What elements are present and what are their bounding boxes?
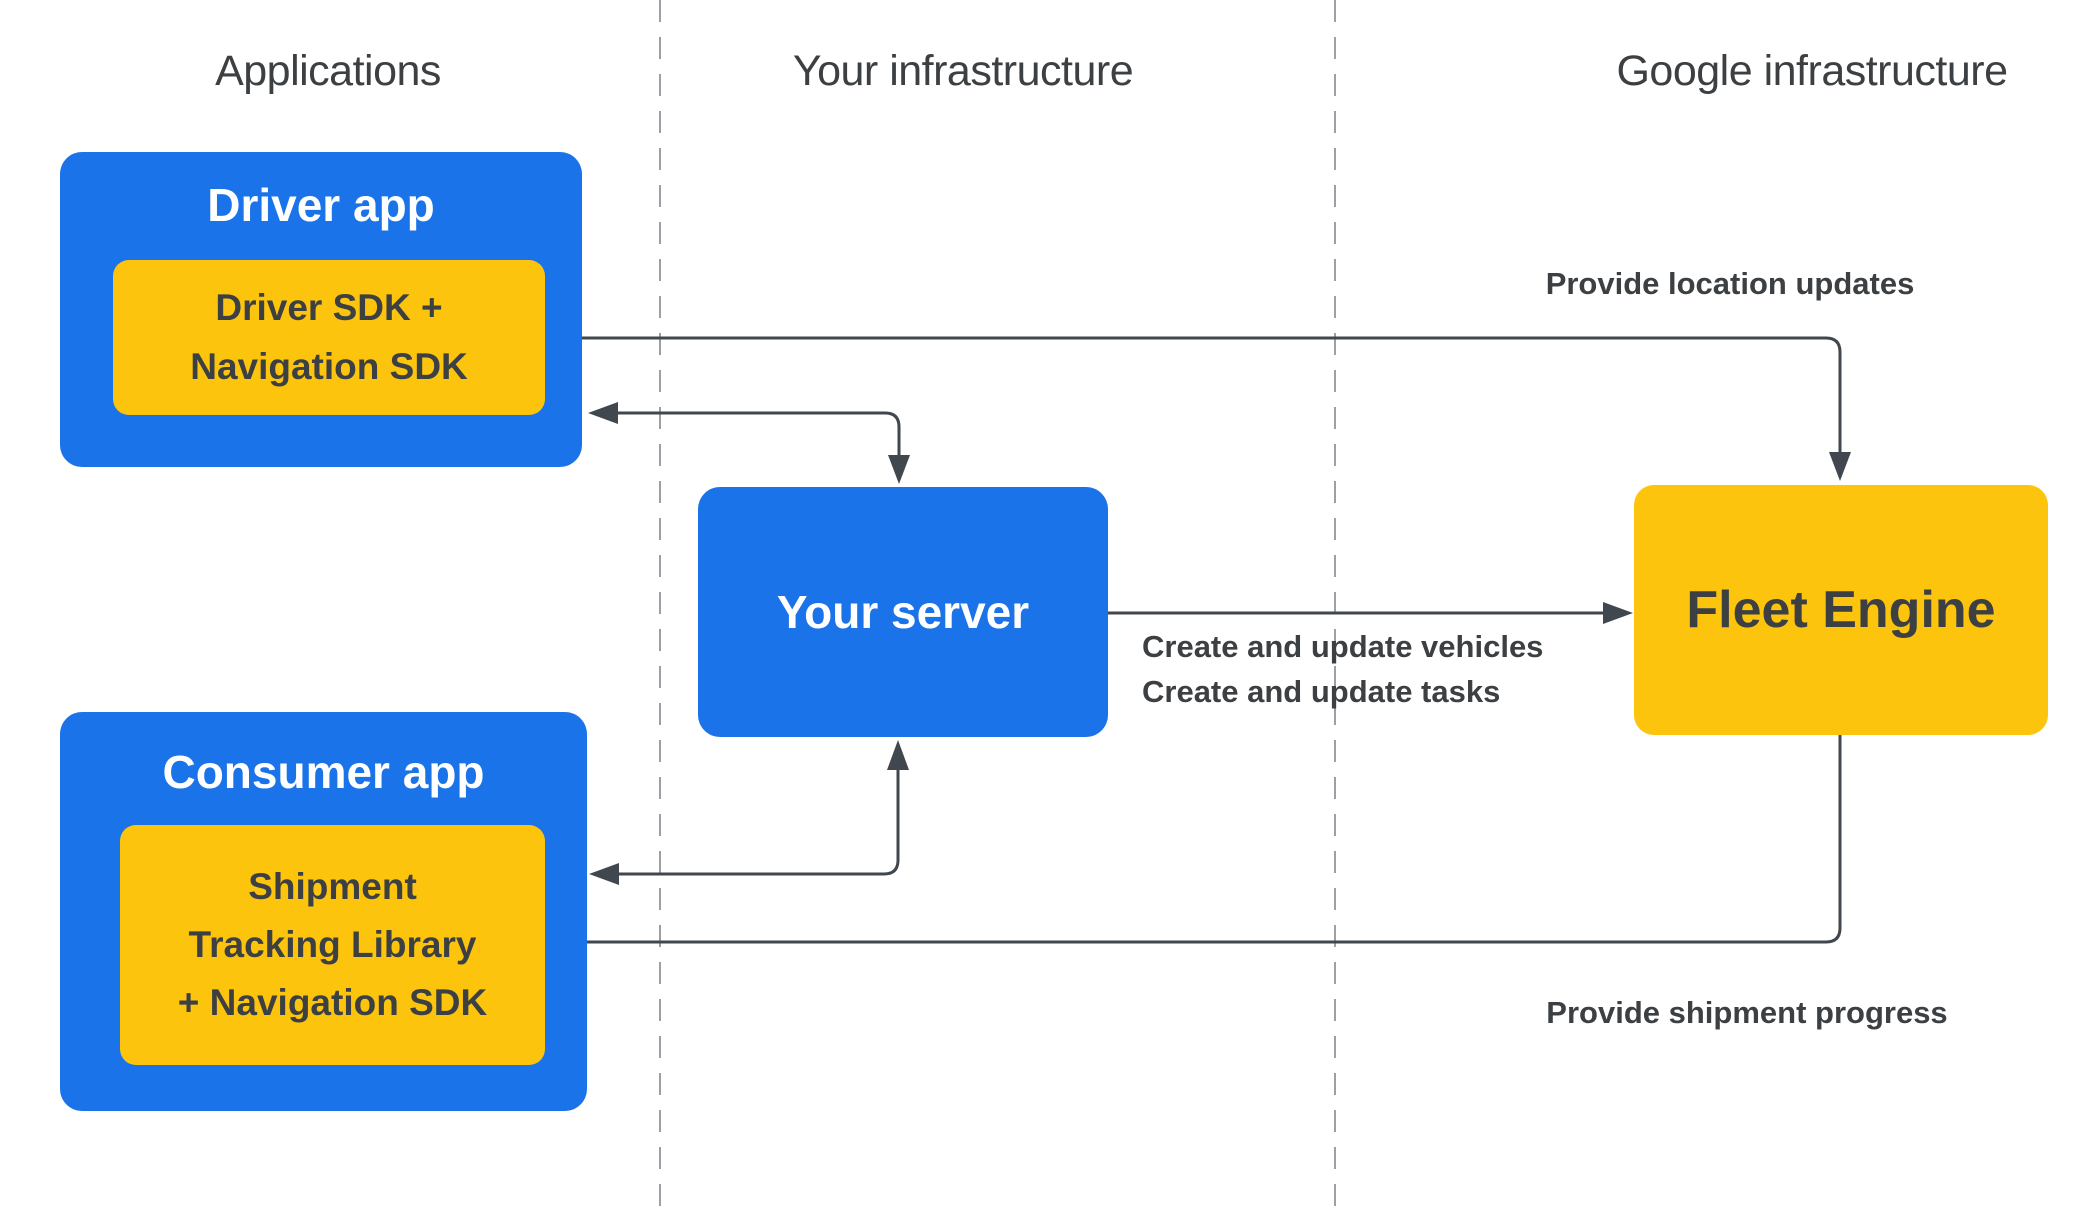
consumer-app-title: Consumer app bbox=[162, 746, 485, 798]
label-provide-location-updates: Provide location updates bbox=[1545, 266, 1915, 301]
driver-sdk-line2: Navigation SDK bbox=[190, 345, 468, 387]
arrowhead-into-driver-app bbox=[588, 402, 618, 424]
lane-header-your-infrastructure: Your infrastructure bbox=[792, 47, 1134, 95]
arrowhead-into-your-server-top bbox=[888, 455, 910, 484]
fleet-engine-box: Fleet Engine bbox=[1634, 485, 2048, 735]
lane-header-google-infrastructure: Google infrastructure bbox=[1616, 47, 2008, 95]
edge-consumer-app-your-server-line bbox=[618, 768, 900, 876]
arrowhead-into-consumer-app bbox=[589, 863, 619, 885]
shipment-library-line3: + Navigation SDK bbox=[177, 982, 488, 1024]
lane-divider-right bbox=[1334, 0, 1336, 1208]
arrowhead-into-your-server-bottom bbox=[887, 740, 909, 770]
shipment-library-box: Shipment Tracking Library + Navigation S… bbox=[120, 825, 545, 1065]
your-server-box: Your server bbox=[698, 487, 1108, 737]
label-provide-shipment-progress: Provide shipment progress bbox=[1546, 995, 1948, 1030]
your-server-title: Your server bbox=[776, 586, 1030, 638]
arrowhead-into-fleet-engine-left bbox=[1603, 602, 1633, 624]
shipment-library-line1: Shipment bbox=[248, 865, 417, 907]
driver-sdk-box: Driver SDK + Navigation SDK bbox=[113, 260, 545, 415]
driver-app-title: Driver app bbox=[207, 179, 435, 231]
fleet-engine-title: Fleet Engine bbox=[1686, 581, 1996, 639]
arrowhead-into-fleet-engine-top bbox=[1829, 452, 1851, 481]
label-create-and-update: Create and update vehicles Create and up… bbox=[1142, 624, 1543, 714]
label-create-update-tasks: Create and update tasks bbox=[1142, 674, 1501, 709]
edge-location-updates-line bbox=[577, 336, 1842, 453]
edge-shipment-progress-line bbox=[575, 735, 1842, 944]
driver-sdk-line1: Driver SDK + bbox=[215, 287, 443, 329]
lane-header-applications: Applications bbox=[215, 47, 441, 95]
edge-driver-app-your-server-line bbox=[616, 411, 901, 455]
label-create-update-vehicles: Create and update vehicles bbox=[1142, 629, 1544, 664]
lane-divider-left bbox=[659, 0, 661, 1208]
shipment-library-line2: Tracking Library bbox=[188, 923, 477, 965]
